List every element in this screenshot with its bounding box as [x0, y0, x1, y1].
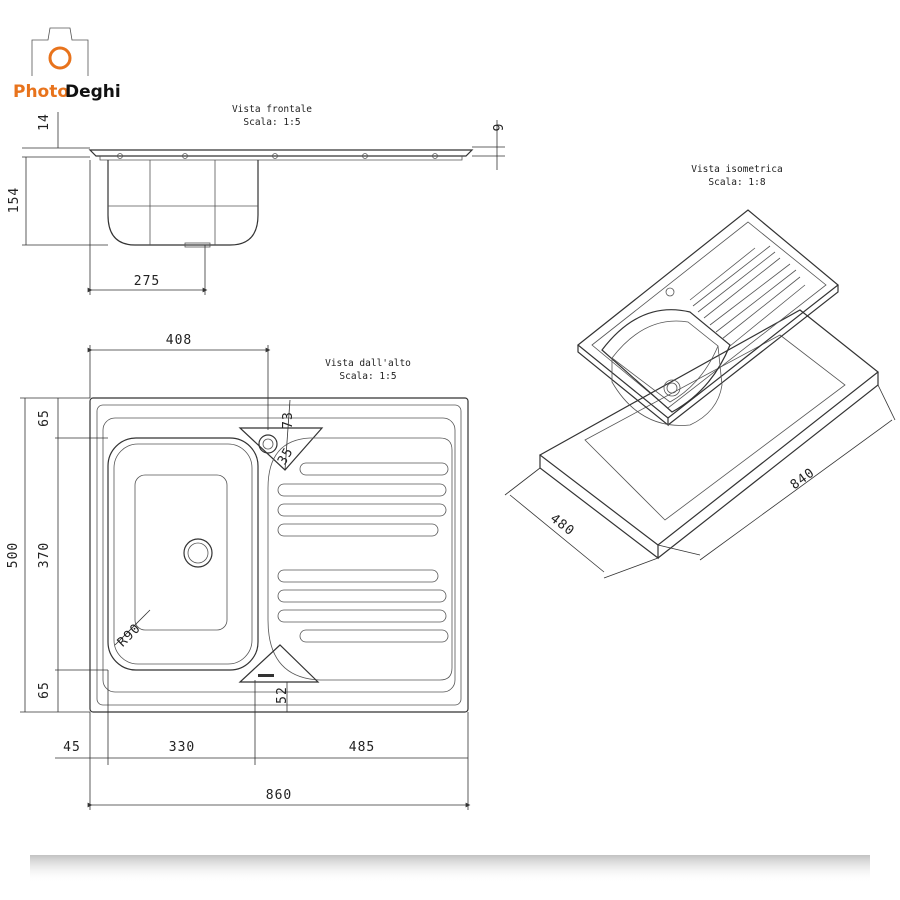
brand-logo: Photo Deghi	[13, 27, 121, 102]
iso-view-title: Vista isometrica	[691, 164, 783, 175]
dim-top-65a: 65	[37, 409, 52, 427]
dim-top-500: 500	[6, 542, 21, 568]
dim-bottom-45: 45	[63, 740, 81, 755]
dim-front-6: 6	[489, 124, 504, 133]
iso-view-scale: Scala: 1:8	[708, 177, 765, 188]
top-view-title: Vista dall'alto	[325, 358, 411, 369]
dim-bottom-330: 330	[169, 740, 195, 755]
top-view-scale: Scala: 1:5	[339, 371, 396, 382]
top-view: Vista dall'alto Scala: 1:5	[6, 333, 471, 810]
dim-iso-480: 480	[547, 511, 577, 539]
dim-front-154: 154	[7, 187, 22, 213]
camera-icon	[31, 27, 89, 76]
dim-top-65b: 65	[37, 681, 52, 699]
dim-top-r90: R90	[115, 621, 144, 650]
brand-name-part1: Photo	[13, 82, 69, 102]
front-view-title: Vista frontale	[232, 104, 312, 115]
dim-bottom-485: 485	[349, 740, 375, 755]
brand-name-part2: Deghi	[65, 82, 121, 102]
isometric-view: Vista isometrica Scala: 1:8 480	[504, 164, 896, 579]
footer-shadow	[30, 855, 870, 883]
dim-top-370: 370	[37, 542, 52, 568]
dim-front-14: 14	[37, 113, 52, 131]
dim-bottom-860: 860	[266, 788, 292, 803]
dim-top-408: 408	[166, 333, 192, 348]
dim-top-52: 52	[275, 686, 290, 704]
front-view: Vista frontale Scala: 1:5 14 154 6	[7, 104, 505, 295]
dim-front-275: 275	[134, 274, 160, 289]
front-view-scale: Scala: 1:5	[243, 117, 300, 128]
dim-iso-840: 840	[788, 465, 818, 493]
